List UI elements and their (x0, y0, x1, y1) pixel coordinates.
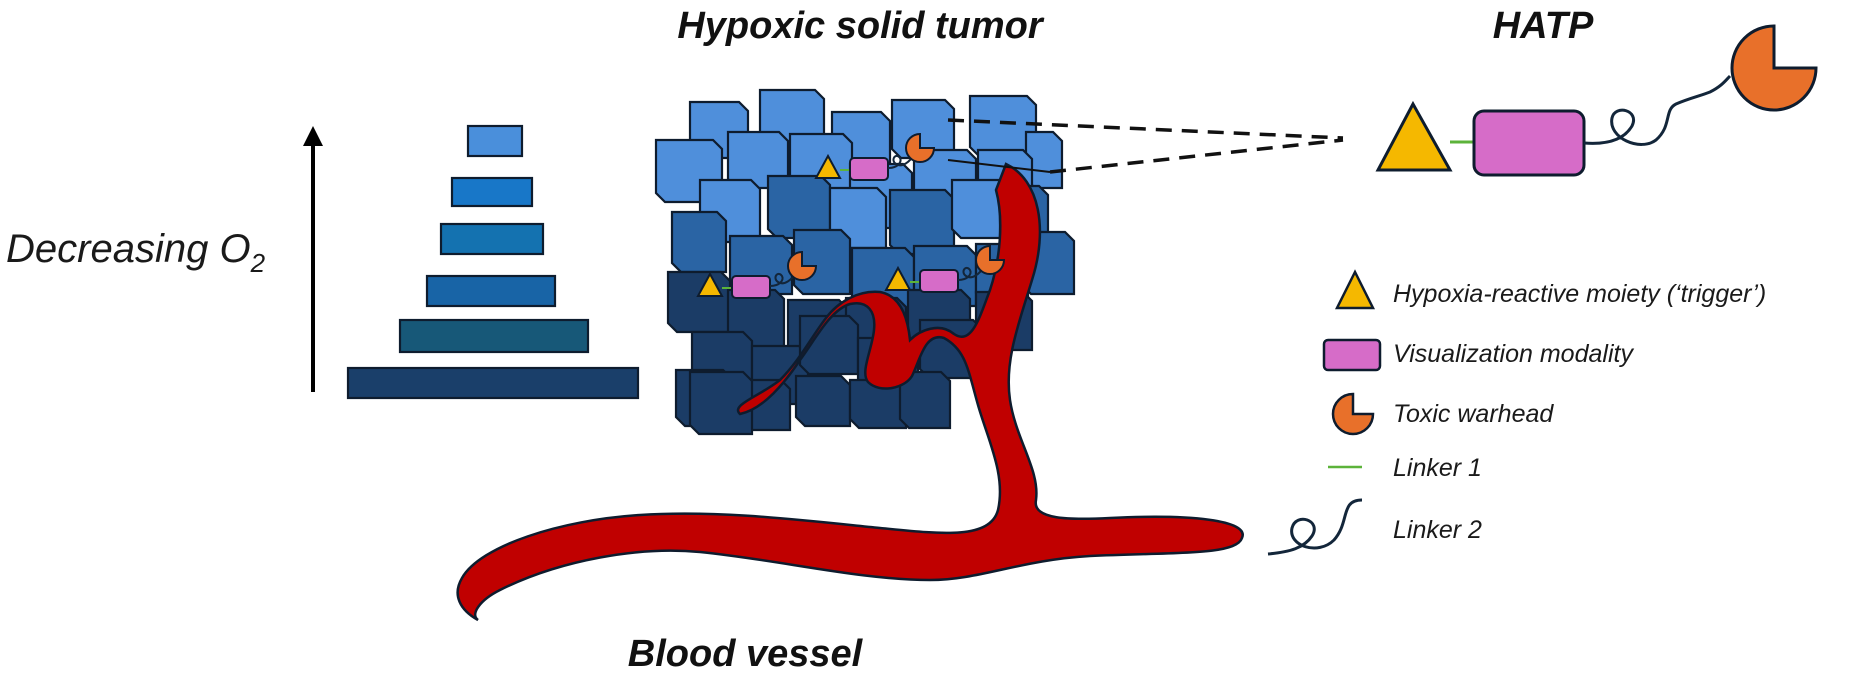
legend-trigger-icon (1334, 269, 1376, 310)
tumor-hatp-molecule (696, 250, 818, 299)
hatp-warhead-icon (1730, 24, 1818, 112)
pyramid-level-1 (466, 124, 524, 158)
legend-trigger-label: Hypoxia-reactive moiety (‘trigger’) (1393, 280, 1766, 308)
pyramid-level-3 (439, 222, 545, 256)
tumor-cell (794, 374, 852, 428)
tumor-cell (688, 370, 754, 436)
visualization-icon (919, 269, 959, 293)
tumor-cell (888, 188, 956, 256)
oxygen-pyramid (346, 124, 640, 400)
visualization-icon (731, 275, 771, 299)
legend-linker2-icon (1267, 498, 1363, 556)
vessel-title: Blood vessel (628, 633, 864, 675)
gradient-label-subscript: 2 (250, 248, 266, 278)
legend-linker2-label: Linker 2 (1393, 516, 1482, 544)
hatp-linker-2 (1583, 74, 1732, 146)
gradient-arrow (303, 126, 323, 392)
pyramid-level-6 (346, 366, 640, 400)
tumor-cell (898, 370, 952, 430)
hatp-trigger-icon (1375, 100, 1453, 172)
warhead-icon (975, 244, 1006, 275)
gradient-label: Decreasing O2 (6, 227, 266, 278)
hatp-title: HATP (1493, 5, 1594, 47)
pyramid-level-2 (450, 176, 534, 208)
legend: Hypoxia-reactive moiety (‘trigger’) Visu… (1267, 269, 1766, 556)
tumor-hatp-molecule (814, 132, 936, 181)
pyramid-level-4 (425, 274, 557, 308)
tumor-cell (766, 174, 832, 240)
warhead-icon (787, 250, 818, 281)
tumor-cell (670, 210, 728, 274)
hatp-molecule (1375, 24, 1818, 177)
linker-2 (957, 265, 985, 281)
legend-linker1-label: Linker 1 (1393, 454, 1482, 482)
hatp-visualization-icon (1472, 109, 1586, 177)
linker-2 (887, 153, 915, 169)
gradient-label-text: Decreasing O (6, 227, 251, 271)
tumor-cell (666, 270, 732, 334)
trigger-icon (814, 153, 842, 179)
trigger-icon (884, 265, 912, 291)
pyramid-level-5 (398, 318, 590, 354)
trigger-icon (696, 271, 724, 297)
blood-vessel (456, 162, 1244, 622)
visualization-icon (849, 157, 889, 181)
tumor-hatp-molecule (884, 244, 1006, 293)
linker-2 (769, 271, 797, 287)
legend-visualization-icon (1322, 338, 1382, 372)
tumor-hatp-molecules (696, 132, 1006, 299)
tumor-title: Hypoxic solid tumor (677, 5, 1044, 47)
legend-visualization-label: Visualization modality (1393, 340, 1634, 368)
zoom-lines (947, 118, 1344, 174)
legend-warhead-label: Toxic warhead (1393, 400, 1554, 428)
warhead-icon (905, 132, 936, 163)
legend-warhead-icon (1331, 392, 1375, 436)
